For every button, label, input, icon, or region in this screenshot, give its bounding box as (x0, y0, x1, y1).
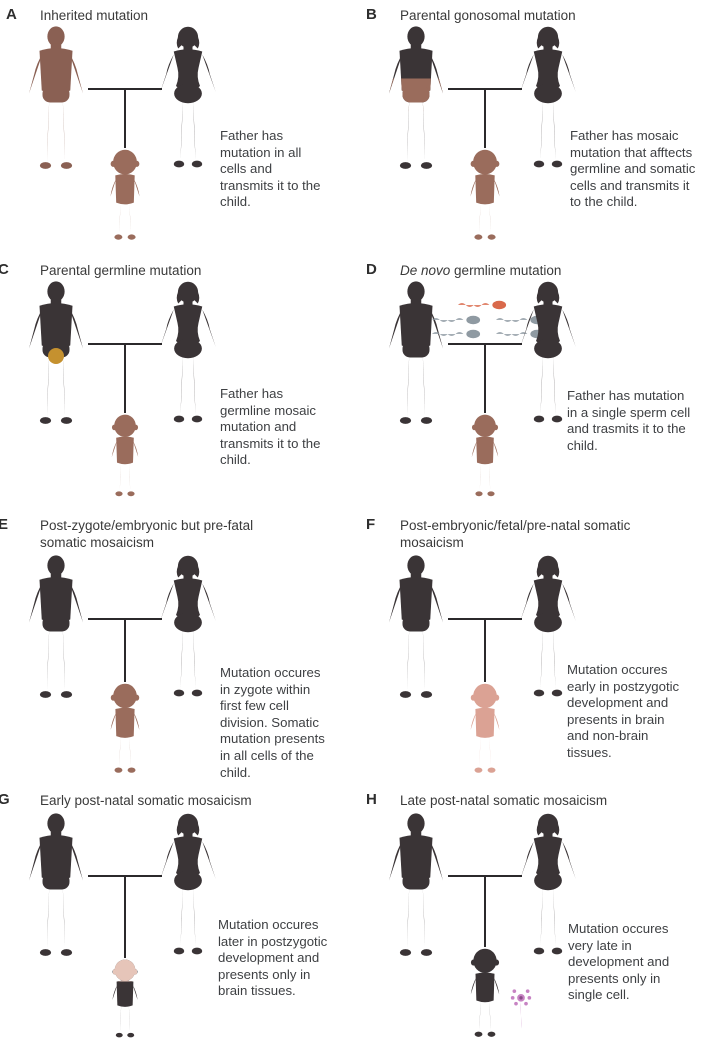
panel-letter: B (366, 6, 377, 23)
panel-description: Mutation occures very late in developmen… (568, 921, 670, 1003)
panel-title: Inherited mutation (40, 8, 149, 23)
father-silhouette-affected (16, 26, 96, 176)
panel-f-postembryonic-prenatal-mosaicism: F Post-embryonic/fetal/pre-natal somatic… (360, 510, 720, 785)
panel-letter: D (366, 261, 377, 278)
sperm-mutant-icon (456, 299, 511, 311)
panel-a-inherited-mutation: A Inherited mutation Father has mutation… (0, 0, 360, 255)
germline-mutation-dot-icon (48, 348, 64, 364)
mother-silhouette (148, 26, 228, 176)
pedigree-line-vertical (123, 343, 126, 413)
panel-description: Father has mutation in a single sperm ce… (567, 388, 691, 453)
mother-silhouette (148, 281, 228, 431)
panel-letter: H (366, 791, 377, 808)
panel-g-early-postnatal-mosaicism: G Early post-natal somatic mosaicism Mut… (0, 785, 360, 1044)
child-silhouette-affected (95, 682, 155, 778)
panel-description: Mutation occures in zygote within first … (220, 665, 325, 780)
panel-title: Late post-natal somatic mosaicism (400, 793, 608, 808)
pedigree-line-vertical (483, 343, 486, 413)
sperm-icon (430, 314, 485, 326)
title-italic-part: De novo (400, 263, 451, 278)
panel-description: Father has mosaic mutation that afftects… (570, 128, 696, 210)
sperm-icon (430, 328, 485, 340)
father-silhouette (16, 813, 96, 963)
title-rest-part: germline mutation (450, 263, 562, 278)
pedigree-line-vertical (123, 618, 126, 682)
panel-title: Post-zygote/embryonic but pre-fatal soma… (40, 518, 254, 550)
panel-description: Father has germline mosaic mutation and … (220, 386, 321, 468)
panel-b-parental-gonosomal-mutation: B Parental gonosomal mutation Father has… (360, 0, 720, 255)
pedigree-line-vertical (483, 875, 486, 947)
panel-title: Early post-natal somatic mosaicism (40, 793, 252, 808)
panel-letter: G (0, 791, 10, 808)
pedigree-line-vertical (123, 88, 126, 148)
pedigree-line-vertical (483, 618, 486, 682)
panel-c-parental-germline-mutation: C Parental germline mutation Father has … (0, 255, 360, 510)
child-silhouette-mosaic-light (455, 682, 515, 778)
father-silhouette (376, 555, 456, 705)
panel-letter: F (366, 516, 376, 533)
panel-h-late-postnatal-mosaicism: H Late post-natal somatic mosaicism Muta… (360, 785, 720, 1044)
panel-title: Post-embryonic/fetal/pre-natal somatic m… (400, 518, 631, 550)
panel-e-postzygote-embryonic-mosaicism: E Post-zygote/embryonic but pre-fatal so… (0, 510, 360, 785)
panel-letter: C (0, 261, 9, 278)
child-silhouette-affected (455, 413, 515, 501)
mother-silhouette (148, 555, 228, 705)
neuron-icon (506, 983, 536, 1041)
panel-description: Father has mutation in all cells and tra… (220, 128, 321, 210)
panel-description: Mutation occures early in postzygotic de… (567, 662, 680, 760)
child-silhouette-affected (95, 148, 155, 245)
panel-d-de-novo-germline-mutation: D De novo germline mutation Father has m… (360, 255, 720, 510)
panel-title: Parental gonosomal mutation (400, 8, 576, 23)
child-silhouette-affected (455, 148, 515, 245)
panel-letter: E (0, 516, 9, 533)
pedigree-line-vertical (123, 875, 126, 958)
panel-title: Parental germline mutation (40, 263, 202, 278)
panel-description: Mutation occures later in postzygotic de… (218, 917, 328, 999)
pedigree-line-vertical (483, 88, 486, 148)
father-silhouette (16, 555, 96, 705)
child-silhouette-affected (95, 413, 155, 501)
panel-title: De novo germline mutation (400, 262, 561, 279)
mother-silhouette (148, 813, 228, 963)
panel-letter: A (6, 6, 17, 23)
father-silhouette (376, 813, 456, 963)
father-silhouette (376, 281, 456, 431)
